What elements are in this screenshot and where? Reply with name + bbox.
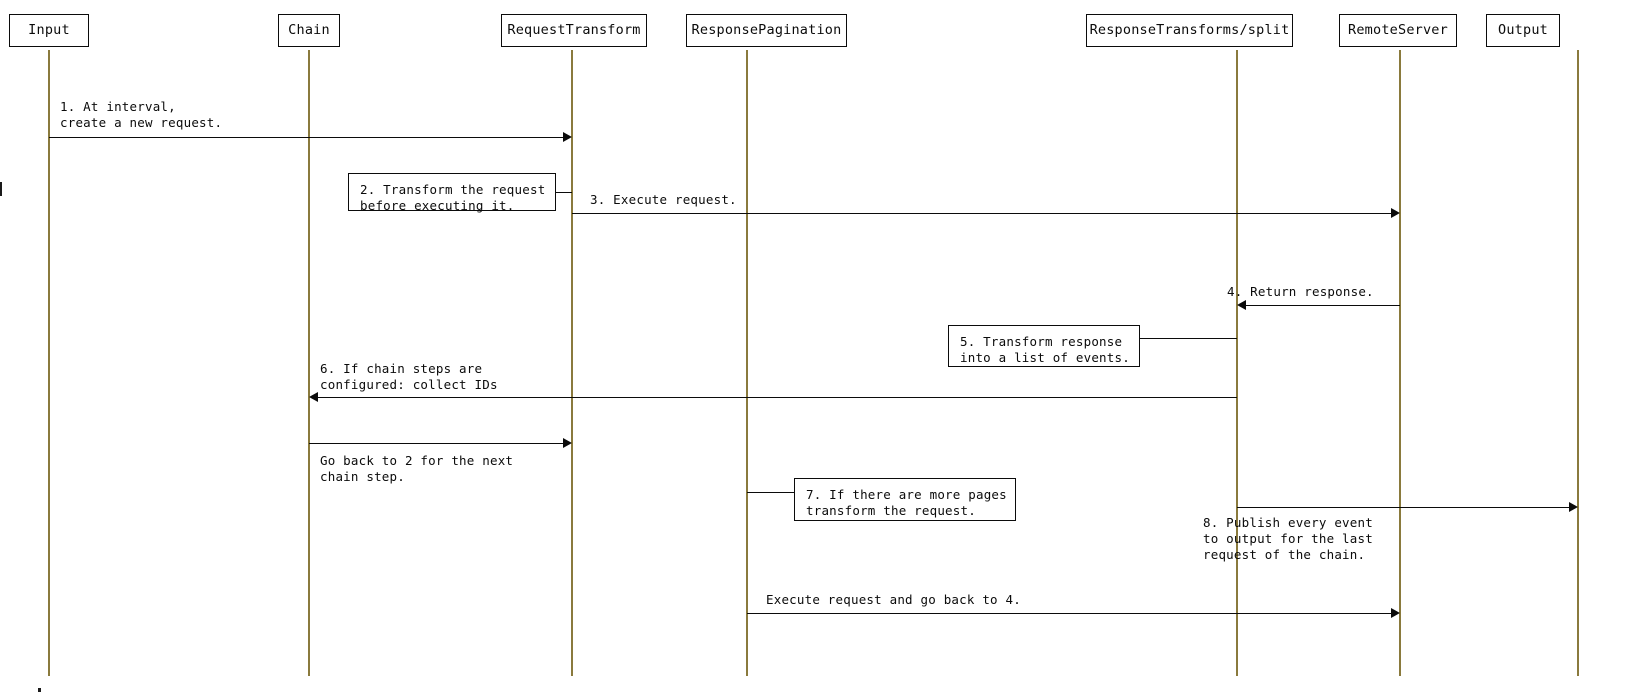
participant-label: ResponseTransforms/split (1089, 21, 1290, 38)
note-connector-5 (1140, 338, 1237, 339)
lifeline-input (48, 50, 50, 676)
page-edge-mark-left (0, 182, 2, 196)
participant-response-pagination[interactable]: ResponsePagination (686, 14, 847, 47)
participant-remote-server[interactable]: RemoteServer (1339, 14, 1457, 47)
note-2: 2. Transform the request before executin… (348, 173, 556, 213)
participant-label: Input (28, 21, 70, 38)
message-label-6: 6. If chain steps are configured: collec… (320, 361, 498, 392)
page-edge-mark-bottom (38, 688, 41, 692)
participant-chain[interactable]: Chain (278, 14, 340, 47)
lifeline-chain (308, 50, 310, 676)
note-connector-2 (556, 192, 572, 193)
message-line-3 (572, 213, 1391, 214)
participant-request-transform[interactable]: RequestTransform (501, 14, 647, 47)
message-label-3: 3. Execute request. (590, 192, 737, 207)
message-line-1 (49, 137, 563, 138)
participant-response-transforms-split[interactable]: ResponseTransforms/split (1086, 14, 1293, 47)
message-arrowhead-6 (309, 392, 318, 402)
participant-label: Output (1498, 21, 1548, 38)
message-line-exec-again (747, 613, 1391, 614)
message-arrowhead-4 (1237, 300, 1246, 310)
lifeline-response-pagination (746, 50, 748, 676)
lifeline-output (1577, 50, 1579, 676)
participant-label: Chain (288, 21, 330, 38)
participant-output[interactable]: Output (1486, 14, 1560, 47)
note-5: 5. Transform response into a list of eve… (948, 325, 1140, 367)
message-line-8 (1237, 507, 1569, 508)
message-label-4: 4. Return response. (1227, 284, 1374, 299)
message-arrowhead-8 (1569, 502, 1578, 512)
participant-label: RemoteServer (1348, 21, 1448, 38)
message-line-goback (309, 443, 563, 444)
message-label-goback: Go back to 2 for the next chain step. (320, 453, 514, 484)
participant-label: ResponsePagination (691, 21, 842, 38)
message-label-8: 8. Publish every event to output for the… (1203, 515, 1373, 562)
note-connector-7 (747, 492, 794, 493)
message-arrowhead-exec-again (1391, 608, 1400, 618)
message-arrowhead-goback (563, 438, 572, 448)
participant-input[interactable]: Input (9, 14, 89, 47)
lifeline-remote-server (1399, 50, 1401, 676)
message-arrowhead-3 (1391, 208, 1400, 218)
message-label-1: 1. At interval, create a new request. (60, 99, 223, 130)
participant-label: RequestTransform (507, 21, 641, 38)
message-line-6 (318, 397, 1237, 398)
message-label-exec-again: Execute request and go back to 4. (766, 592, 1021, 607)
message-arrowhead-1 (563, 132, 572, 142)
note-7: 7. If there are more pages transform the… (794, 478, 1016, 521)
message-line-4 (1246, 305, 1400, 306)
lifeline-response-transforms-split (1236, 50, 1238, 676)
lifeline-request-transform (571, 50, 573, 676)
